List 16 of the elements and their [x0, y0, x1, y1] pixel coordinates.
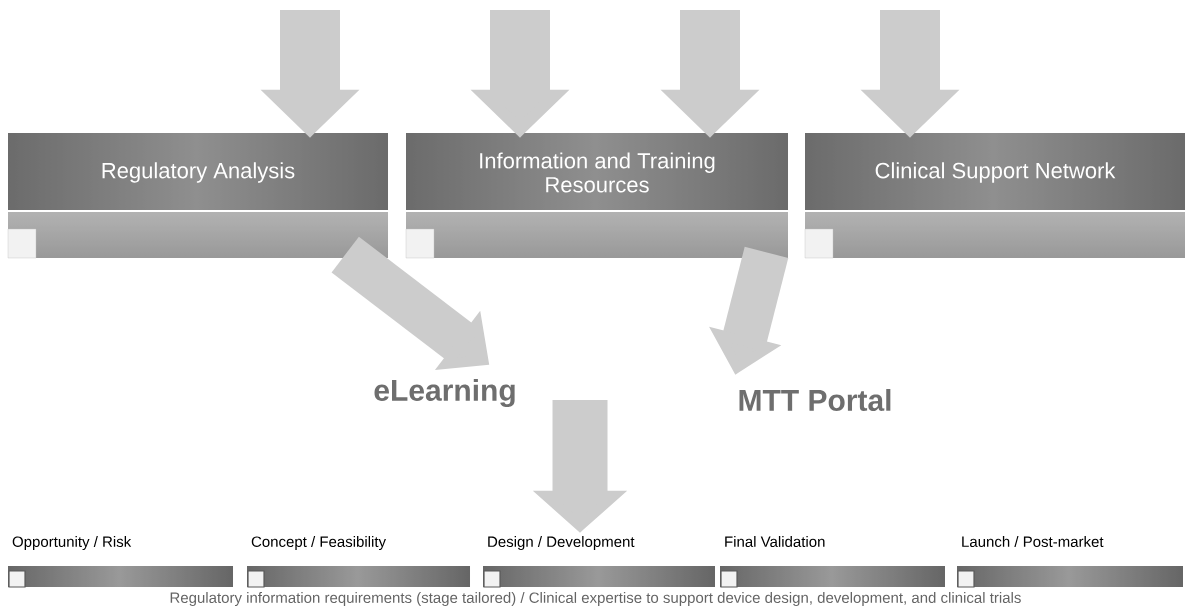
caption: Regulatory information requirements (stage tailored) / Clinical expertise to support device design, development, and clinical trials — [170, 592, 1021, 606]
stage-bar: Final Validation — [720, 536, 945, 588]
node-label: Opportunity / Risk — [12, 535, 132, 550]
bold-label: MTT Portal — [739, 389, 891, 411]
node-label: Final Validation — [725, 535, 825, 547]
stage-bar: Concept / Feasibility — [247, 536, 470, 588]
node-label: Concept / Feasibility — [251, 535, 386, 550]
stage-bar: Launch / Post-market — [957, 536, 1183, 588]
bold-label: eLearning — [374, 378, 515, 408]
stage-bar: Opportunity / Risk — [8, 536, 233, 588]
process-box: Information and Training Resources — [405, 133, 788, 259]
process-box: Clinical Support Network — [804, 133, 1185, 259]
stage-bar: Design / Development — [483, 536, 715, 588]
node-label: Design / Development — [488, 535, 635, 550]
process-box: Regulatory Analysis — [7, 133, 388, 259]
node-label: Launch / Post-market — [962, 535, 1104, 547]
